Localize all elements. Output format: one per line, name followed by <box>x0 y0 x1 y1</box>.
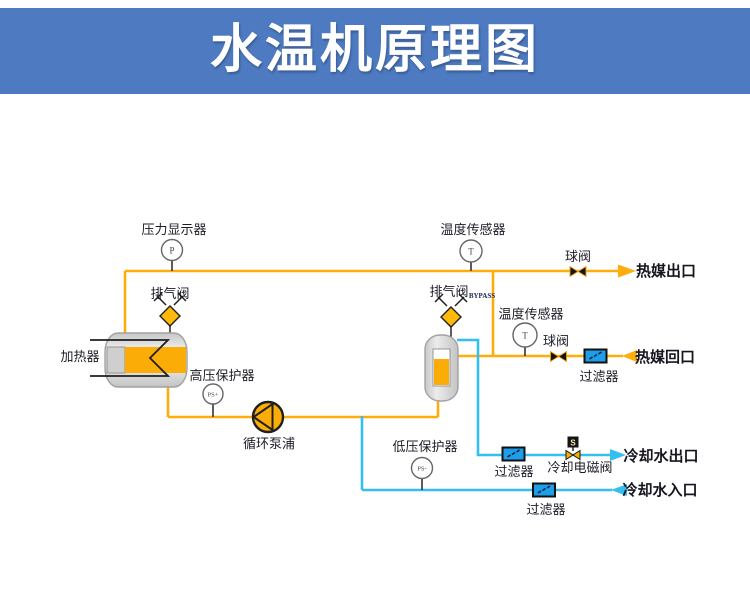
label-bypass: BYPASS <box>469 292 495 300</box>
sight-glass-level <box>434 359 449 385</box>
filter-return-icon <box>583 348 608 364</box>
buffer-tank <box>424 334 459 402</box>
arrow-hot-media-return <box>622 350 637 362</box>
heater-tank <box>90 332 188 388</box>
filter-outlet-icon <box>501 446 526 462</box>
label-cooling-solenoid-valve: 冷却电磁阀 <box>547 460 612 475</box>
page-title: 水温机原理图 <box>209 22 540 79</box>
cooling-solenoid-valve-icon: S <box>565 436 581 461</box>
temp-sensor-top-icon: T <box>459 239 483 263</box>
label-hot-media-return: 热媒回口 <box>635 348 695 366</box>
label-filter-outlet: 过滤器 <box>494 464 533 479</box>
label-cooling-water-outlet: 冷却水出口 <box>623 447 698 465</box>
svg-text:P: P <box>169 246 174 256</box>
label-circulation-pump: 循环泵浦 <box>243 436 295 451</box>
label-hot-media-outlet: 热媒出口 <box>636 262 696 280</box>
label-filter-inlet: 过滤器 <box>526 502 565 517</box>
pressure-display-icon: P <box>160 238 184 262</box>
svg-text:PS-: PS- <box>417 466 426 473</box>
label-low-pressure-protector: 低压保护器 <box>392 439 457 454</box>
high-pressure-protector-icon: PS+ <box>202 383 224 405</box>
heater-end-cap <box>106 346 126 374</box>
svg-text:PS+: PS+ <box>208 392 219 399</box>
label-heater: 加热器 <box>60 349 99 364</box>
label-exhaust-valve-left: 排气阀 <box>150 286 189 301</box>
low-pressure-protector-icon: PS- <box>410 456 434 480</box>
pipe-bypass <box>457 338 611 457</box>
label-high-pressure-protector: 高压保护器 <box>189 368 254 383</box>
label-temp-sensor-mid: 温度传感器 <box>498 307 563 322</box>
label-ball-valve-mid: 球阀 <box>543 334 569 349</box>
label-filter-return: 过滤器 <box>579 369 618 384</box>
svg-text:T: T <box>468 247 474 257</box>
label-ball-valve-top: 球阀 <box>565 249 591 264</box>
arrow-cooling-outlet <box>610 449 626 461</box>
ball-valve-top-icon <box>569 265 587 278</box>
svg-text:S: S <box>570 439 576 448</box>
filter-inlet-icon <box>532 482 556 498</box>
exhaust-valve-right-icon <box>434 293 468 328</box>
cooling-water-pipes <box>360 338 612 492</box>
label-exhaust-valve-right: 排气阀 <box>429 284 468 299</box>
exhaust-valve-left-icon <box>153 292 187 327</box>
arrow-cooling-inlet <box>611 484 627 496</box>
circulation-pump-icon <box>251 400 285 434</box>
ball-valve-mid-icon <box>550 350 567 363</box>
heater-element-band <box>125 347 186 373</box>
arrow-hot-media-outlet <box>618 264 636 278</box>
label-cooling-water-inlet: 冷却水入口 <box>622 481 697 499</box>
title-banner: 水温机原理图 <box>0 8 750 94</box>
svg-text:T: T <box>522 331 528 341</box>
label-temp-sensor-top: 温度传感器 <box>440 222 505 237</box>
label-pressure-display: 压力显示器 <box>141 222 206 237</box>
heating-element-icon <box>90 339 171 377</box>
temp-sensor-mid-icon: T <box>512 322 538 348</box>
